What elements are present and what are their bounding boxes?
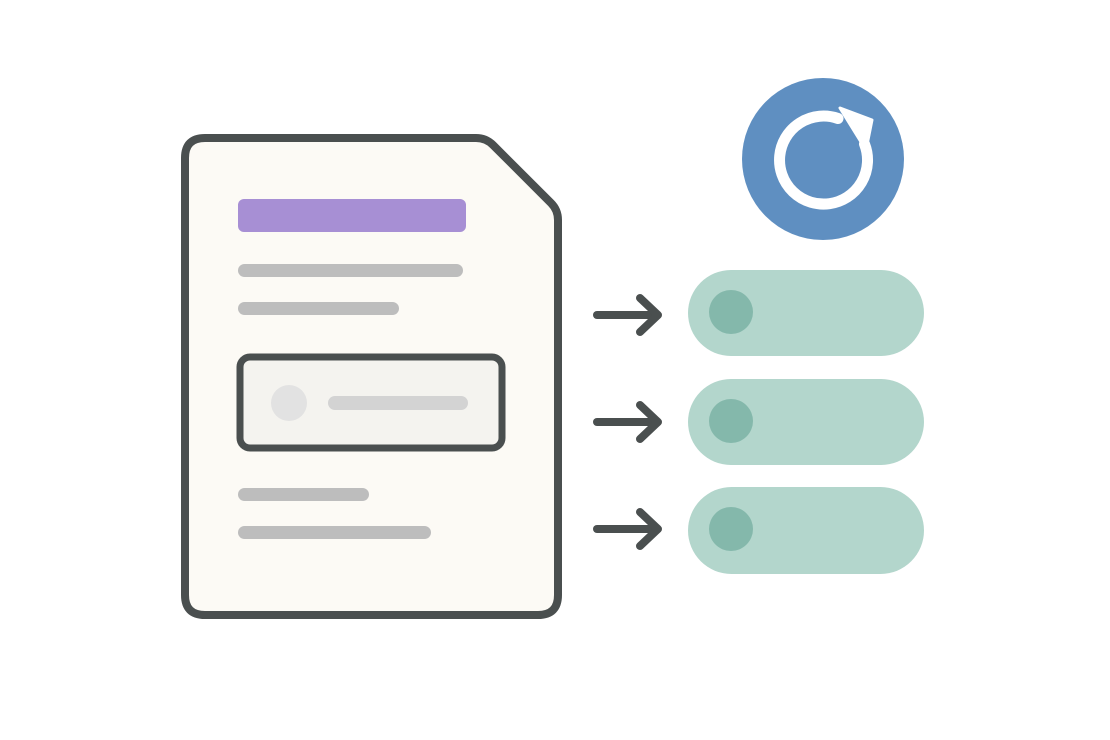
refresh-arrowhead: [838, 106, 874, 152]
document-icon: [181, 134, 562, 619]
arrow-right-icon: [593, 508, 662, 550]
document-text-line: [238, 488, 369, 501]
highlight-line: [328, 396, 468, 410]
toggle-track: [688, 487, 924, 574]
toggle-knob: [709, 290, 753, 334]
refresh-arc: [774, 110, 874, 210]
toggle-knob: [709, 399, 753, 443]
document-text-line: [238, 264, 463, 277]
toggle-switch[interactable]: [688, 270, 924, 356]
document-text-line: [238, 526, 431, 539]
toggle-track: [688, 379, 924, 465]
highlight-dot: [271, 385, 307, 421]
refresh-icon[interactable]: [742, 78, 904, 240]
arrow-right-icon: [593, 401, 662, 443]
document-text-line: [238, 302, 399, 315]
toggle-switch[interactable]: [688, 487, 924, 574]
refresh-circle: [742, 78, 904, 240]
arrow-right-icon: [593, 294, 662, 336]
toggle-switch[interactable]: [688, 379, 924, 465]
document-header-bar: [238, 199, 466, 232]
toggle-track: [688, 270, 924, 356]
toggle-knob: [709, 507, 753, 551]
document-highlight-box: [236, 353, 506, 452]
